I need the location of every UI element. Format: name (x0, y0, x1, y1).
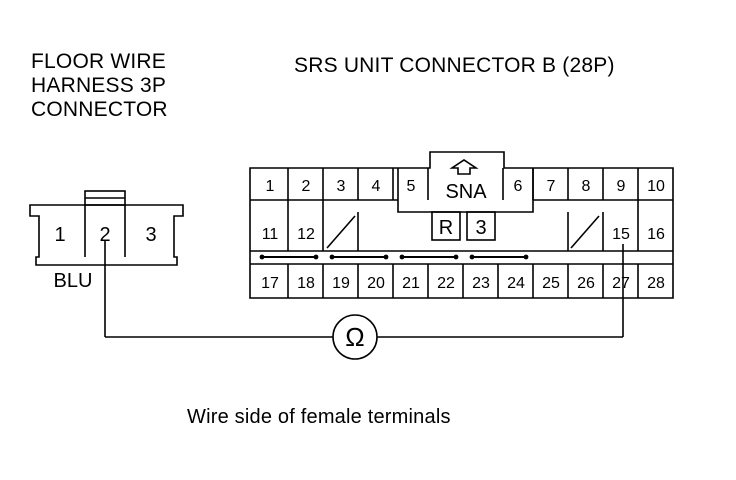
srs-connector-housing (249, 151, 674, 299)
floor-title-line-1: FLOOR WIRE (31, 50, 167, 73)
srs-pin-15: 15 (612, 226, 630, 243)
srs-pin-10: 10 (647, 178, 665, 195)
meter-wire (104, 240, 624, 360)
srs-pin-25: 25 (542, 275, 560, 292)
srs-pin-24: 24 (507, 275, 525, 292)
srs-pin-5: 5 (407, 178, 416, 195)
srs-pin-28: 28 (647, 275, 665, 292)
ohmmeter-icon (332, 314, 378, 360)
srs-pin-2: 2 (302, 178, 311, 195)
shorting-bar-dots (259, 254, 529, 260)
srs-pin-6: 6 (514, 178, 523, 195)
diagram-caption: Wire side of female terminals (187, 406, 451, 428)
floor-pin-3: 3 (145, 224, 156, 246)
srs-pin-26: 26 (577, 275, 595, 292)
floor-connector-body (29, 190, 184, 266)
srs-pin-9: 9 (617, 178, 626, 195)
srs-pin-4: 4 (372, 178, 381, 195)
key-3-label: 3 (475, 217, 486, 239)
floor-connector-title: FLOOR WIRE HARNESS 3P CONNECTOR (31, 50, 231, 122)
srs-pin-16: 16 (647, 226, 665, 243)
srs-pin-17: 17 (261, 275, 279, 292)
srs-pin-20: 20 (367, 275, 385, 292)
srs-pin-12: 12 (297, 226, 315, 243)
srs-pin-19: 19 (332, 275, 350, 292)
srs-connector-title: SRS UNIT CONNECTOR B (28P) (294, 54, 615, 77)
srs-pin-1: 1 (266, 178, 275, 195)
sna-label: SNA (445, 181, 487, 203)
key-arrow-icon (449, 159, 479, 175)
srs-pin-7: 7 (547, 178, 556, 195)
srs-pin-8: 8 (582, 178, 591, 195)
key-r-label: R (439, 217, 453, 239)
floor-connector-housing (29, 204, 184, 266)
floor-title-line-3: CONNECTOR (31, 98, 168, 121)
key-3-box (466, 211, 496, 241)
wire-color-label: BLU (54, 270, 93, 292)
srs-connector-body (249, 151, 674, 299)
srs-pin-18: 18 (297, 275, 315, 292)
srs-pin-3: 3 (337, 178, 346, 195)
srs-pin-22: 22 (437, 275, 455, 292)
floor-pin-1: 1 (54, 224, 65, 246)
floor-pin-2: 2 (99, 224, 110, 246)
srs-pin-23: 23 (472, 275, 490, 292)
srs-pin-21: 21 (402, 275, 420, 292)
srs-pin-11: 11 (262, 226, 279, 243)
key-r-box (431, 211, 461, 241)
ohm-symbol: Ω (345, 322, 364, 352)
srs-pin-27: 27 (612, 275, 630, 292)
floor-title-line-2: HARNESS 3P (31, 74, 167, 97)
